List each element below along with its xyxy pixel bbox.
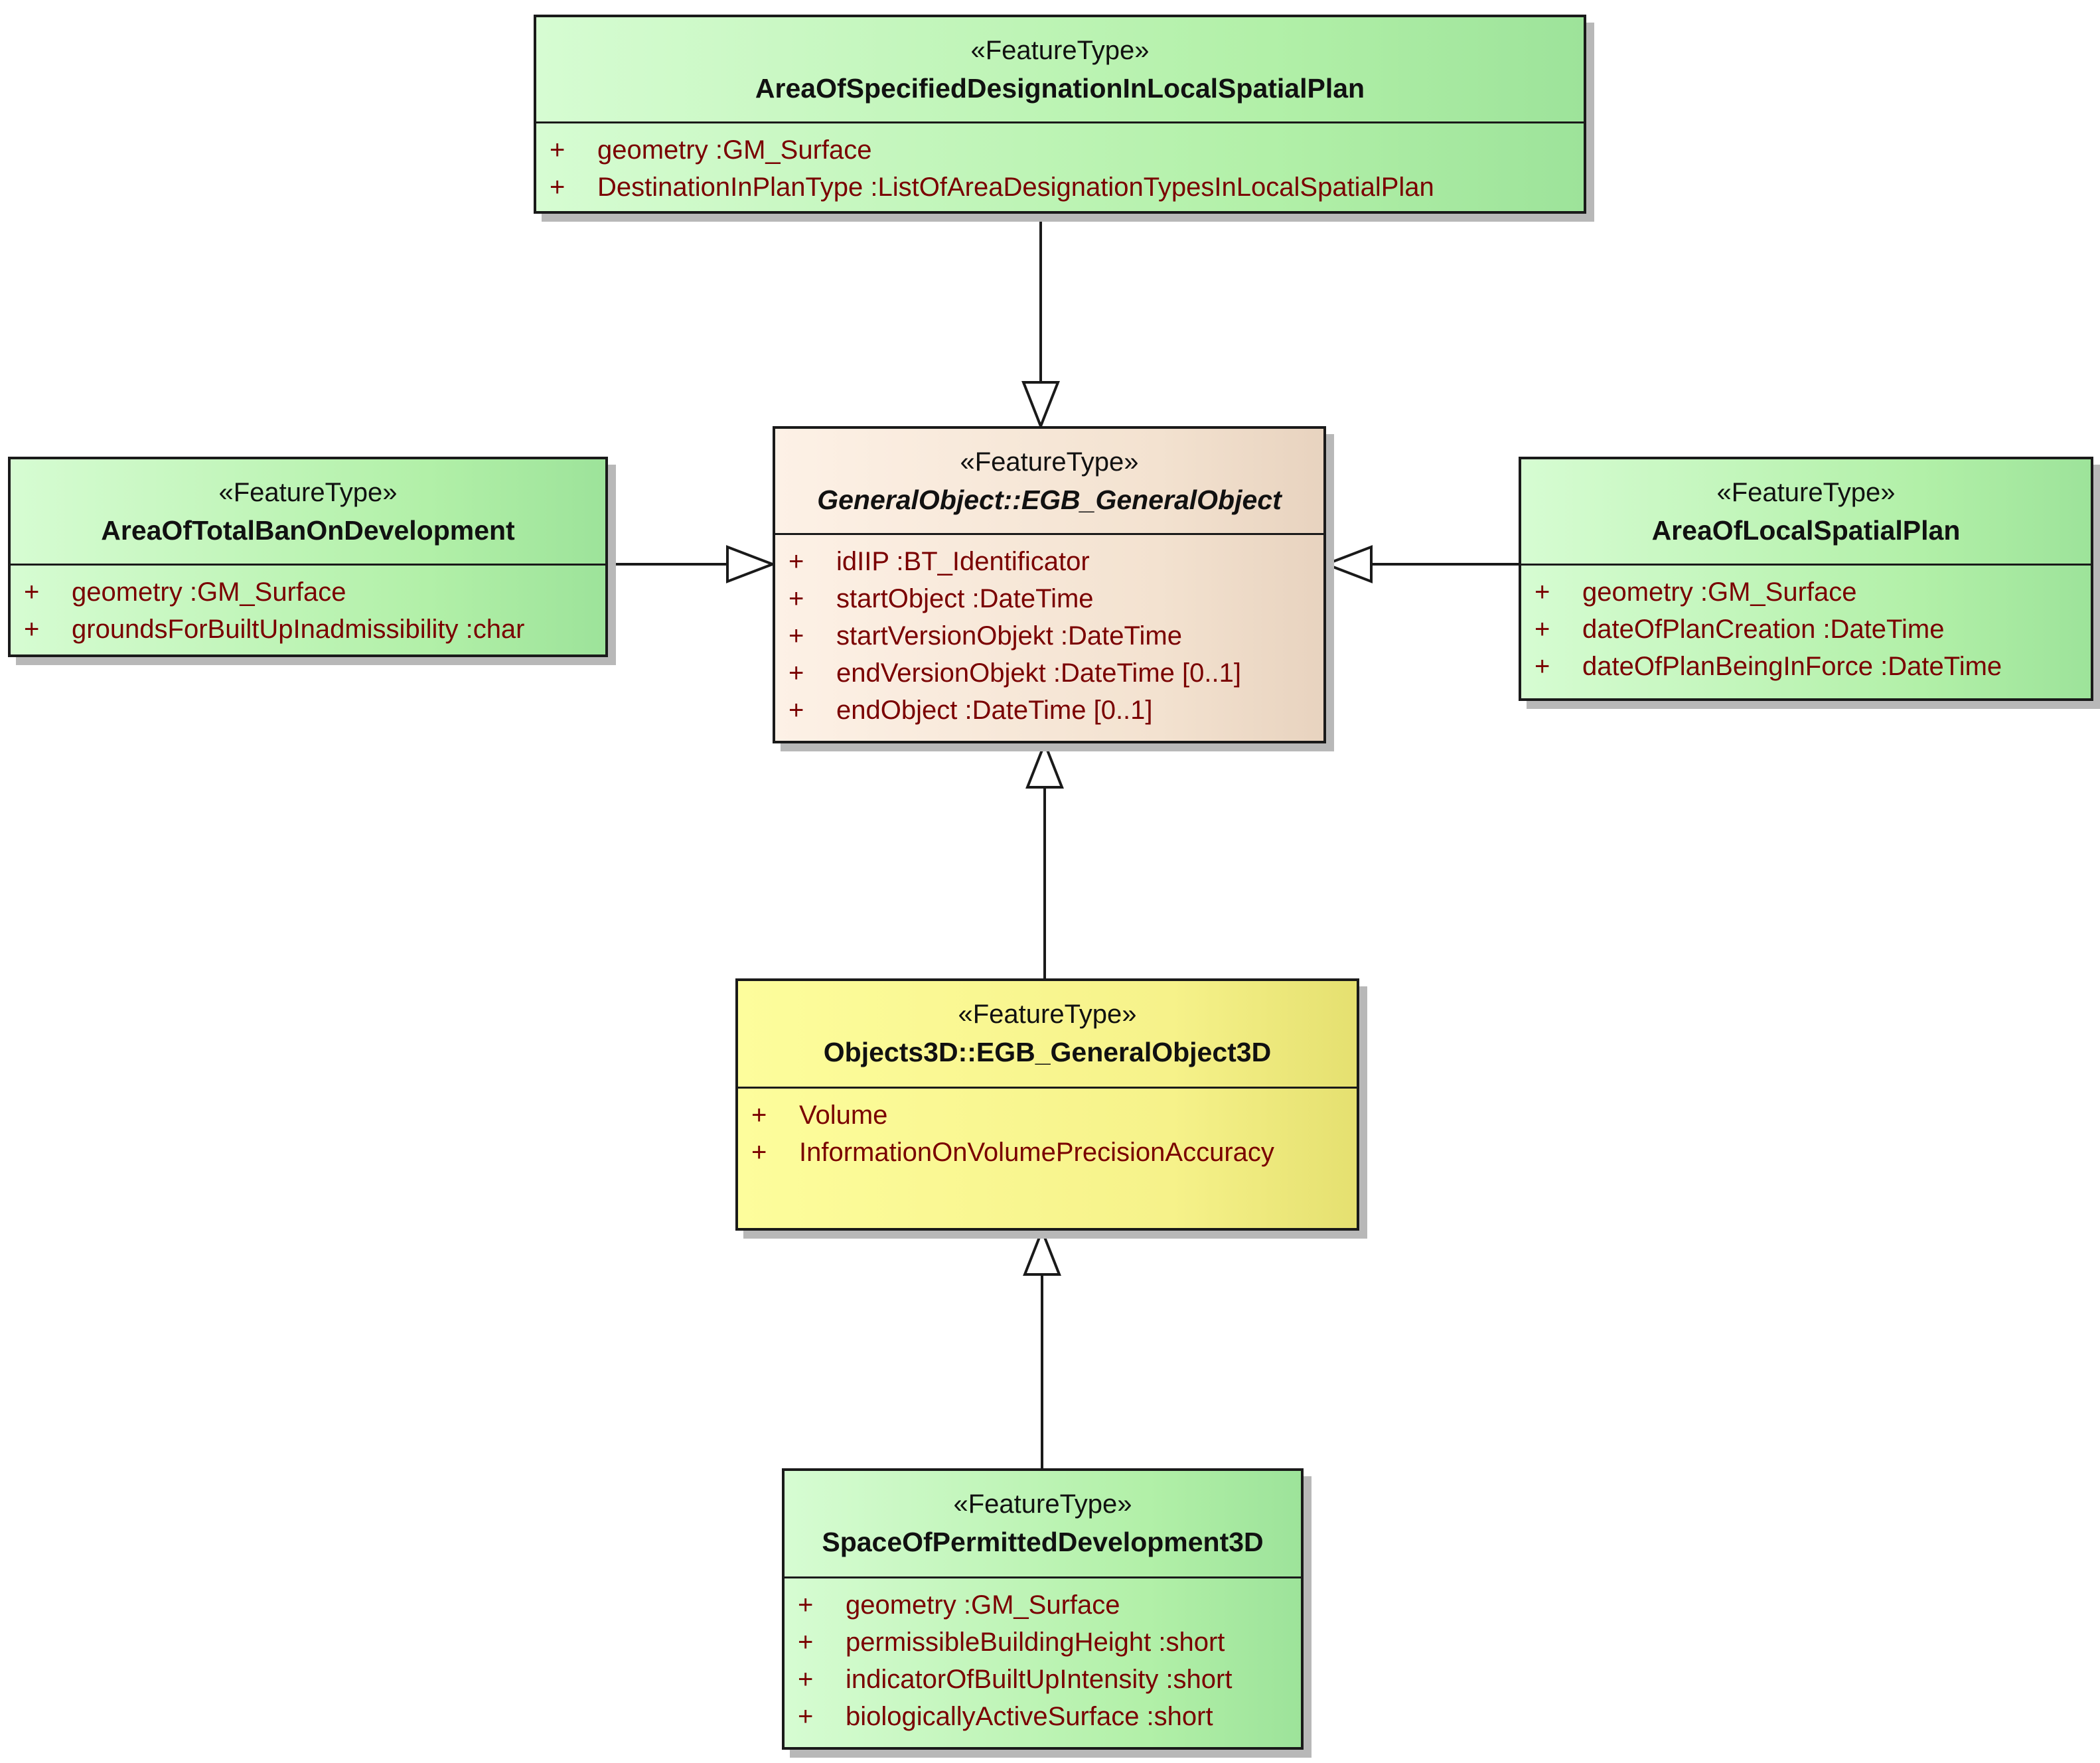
- attribute-compartment: + geometry :GM_Surface + DestinationInPlan…: [536, 123, 1584, 206]
- attribute-row: + dateOfPlanCreation :DateTime: [1535, 611, 2091, 648]
- attribute-text: InformationOnVolumePrecisionAccuracy: [799, 1138, 1274, 1167]
- attribute-compartment: + idIIP :BT_Identificator + startObject :D…: [775, 535, 1323, 729]
- class-name: AreaOfSpecifiedDesignationInLocalSpatial…: [755, 73, 1365, 104]
- attribute-visibility: +: [751, 1101, 767, 1130]
- attribute-text: idIIP :BT_Identificator: [836, 547, 1090, 576]
- attribute-visibility: +: [798, 1590, 814, 1620]
- attribute-row: + dateOfPlanBeingInForce :DateTime: [1535, 648, 2091, 685]
- attribute-text: endObject :DateTime [0..1]: [836, 696, 1153, 725]
- attribute-compartment: + Volume + InformationOnVolumePrecisionAcc…: [738, 1089, 1357, 1171]
- attribute-visibility: +: [788, 621, 804, 651]
- attribute-visibility: +: [550, 173, 565, 202]
- attribute-row: + geometry :GM_Surface: [1535, 574, 2091, 611]
- attribute-row: + biologicallyActiveSurface :short: [798, 1698, 1301, 1735]
- class-area-of-local-spatial-plan[interactable]: «FeatureType» AreaOfLocalSpatialPlan + ge…: [1519, 457, 2093, 701]
- attribute-row: + endVersionObjekt :DateTime [0..1]: [788, 654, 1323, 692]
- class-stereotype: «FeatureType»: [960, 447, 1139, 477]
- attribute-visibility: +: [1535, 615, 1550, 644]
- attribute-text: geometry :GM_Surface: [846, 1590, 1120, 1620]
- attribute-visibility: +: [788, 658, 804, 688]
- attribute-row: + geometry :GM_Surface: [24, 574, 605, 611]
- class-header: «FeatureType» AreaOfTotalBanOnDevelopmen…: [11, 459, 605, 566]
- attribute-row: + geometry :GM_Surface: [798, 1586, 1301, 1624]
- attribute-text: Volume: [799, 1101, 888, 1130]
- class-name: SpaceOfPermittedDevelopment3D: [822, 1527, 1264, 1557]
- attribute-text: startVersionObjekt :DateTime: [836, 621, 1182, 651]
- class-egb-general-object-3d[interactable]: «FeatureType» Objects3D::EGB_GeneralObje…: [735, 978, 1359, 1231]
- attribute-text: dateOfPlanCreation :DateTime: [1582, 615, 1945, 644]
- generalization-arrowhead-total-ban: [726, 545, 777, 583]
- attribute-row: + permissibleBuildingHeight :short: [798, 1624, 1301, 1661]
- class-area-of-total-ban[interactable]: «FeatureType» AreaOfTotalBanOnDevelopmen…: [8, 457, 608, 657]
- attribute-text: permissibleBuildingHeight :short: [846, 1628, 1225, 1657]
- attribute-compartment: + geometry :GM_Surface + groundsForBuiltUp…: [11, 566, 605, 648]
- class-stereotype: «FeatureType»: [970, 36, 1150, 65]
- attribute-visibility: +: [24, 615, 40, 644]
- class-header: «FeatureType» GeneralObject::EGB_General…: [775, 429, 1323, 535]
- class-header: «FeatureType» Objects3D::EGB_GeneralObje…: [738, 981, 1357, 1089]
- class-header: «FeatureType» AreaOfLocalSpatialPlan: [1521, 459, 2091, 566]
- generalization-arrowhead-objects3d: [1025, 739, 1064, 789]
- class-area-of-specified-designation[interactable]: «FeatureType» AreaOfSpecifiedDesignation…: [534, 15, 1586, 214]
- attribute-visibility: +: [788, 547, 804, 576]
- attribute-row: + geometry :GM_Surface: [550, 131, 1584, 169]
- attribute-row: + startVersionObjekt :DateTime: [788, 617, 1323, 654]
- attribute-visibility: +: [751, 1138, 767, 1167]
- class-name: GeneralObject::EGB_GeneralObject: [817, 485, 1282, 515]
- attribute-compartment: + geometry :GM_Surface + permissibleBuildi…: [785, 1578, 1301, 1735]
- class-stereotype: «FeatureType»: [953, 1490, 1132, 1519]
- attribute-row: + InformationOnVolumePrecisionAccuracy: [751, 1134, 1357, 1171]
- attribute-row: + indicatorOfBuiltUpIntensity :short: [798, 1661, 1301, 1698]
- class-header: «FeatureType» AreaOfSpecifiedDesignation…: [536, 17, 1584, 123]
- attribute-visibility: +: [24, 577, 40, 607]
- attribute-text: indicatorOfBuiltUpIntensity :short: [846, 1665, 1233, 1694]
- attribute-visibility: +: [1535, 652, 1550, 681]
- class-stereotype: «FeatureType»: [1716, 478, 1896, 507]
- attribute-row: + idIIP :BT_Identificator: [788, 543, 1323, 580]
- attribute-text: geometry :GM_Surface: [72, 577, 346, 607]
- attribute-row: + Volume: [751, 1097, 1357, 1134]
- attribute-text: groundsForBuiltUpInadmissibility :char: [72, 615, 525, 644]
- generalization-arrowhead-area-specified: [1021, 381, 1060, 430]
- class-header: «FeatureType» SpaceOfPermittedDevelopmen…: [785, 1471, 1301, 1578]
- attribute-text: endVersionObjekt :DateTime [0..1]: [836, 658, 1241, 688]
- attribute-text: geometry :GM_Surface: [597, 135, 872, 165]
- attribute-row: + DestinationInPlanType :ListOfAreaDesign…: [550, 169, 1584, 206]
- attribute-visibility: +: [788, 696, 804, 725]
- attribute-visibility: +: [1535, 577, 1550, 607]
- class-name: Objects3D::EGB_GeneralObject3D: [823, 1037, 1272, 1067]
- generalization-arrowhead-space3d: [1023, 1227, 1061, 1276]
- attribute-compartment: + geometry :GM_Surface + dateOfPlanCreatio…: [1521, 566, 2091, 685]
- generalization-arrowhead-local-plan: [1322, 545, 1373, 583]
- attribute-text: dateOfPlanBeingInForce :DateTime: [1582, 652, 2002, 681]
- attribute-visibility: +: [798, 1628, 814, 1657]
- class-space-of-permitted-development-3d[interactable]: «FeatureType» SpaceOfPermittedDevelopmen…: [782, 1468, 1304, 1750]
- attribute-row: + groundsForBuiltUpInadmissibility :char: [24, 611, 605, 648]
- class-name: AreaOfLocalSpatialPlan: [1651, 515, 1961, 546]
- attribute-visibility: +: [798, 1665, 814, 1694]
- attribute-text: DestinationInPlanType :ListOfAreaDesigna…: [597, 173, 1434, 202]
- attribute-visibility: +: [788, 584, 804, 613]
- class-egb-general-object[interactable]: «FeatureType» GeneralObject::EGB_General…: [773, 426, 1326, 743]
- attribute-text: geometry :GM_Surface: [1582, 577, 1857, 607]
- attribute-visibility: +: [798, 1702, 814, 1731]
- class-stereotype: «FeatureType»: [958, 1000, 1137, 1029]
- attribute-row: + endObject :DateTime [0..1]: [788, 692, 1323, 729]
- attribute-text: biologicallyActiveSurface :short: [846, 1702, 1213, 1731]
- attribute-text: startObject :DateTime: [836, 584, 1094, 613]
- class-name: AreaOfTotalBanOnDevelopment: [101, 515, 515, 546]
- attribute-row: + startObject :DateTime: [788, 580, 1323, 617]
- attribute-visibility: +: [550, 135, 565, 165]
- class-stereotype: «FeatureType»: [218, 478, 398, 507]
